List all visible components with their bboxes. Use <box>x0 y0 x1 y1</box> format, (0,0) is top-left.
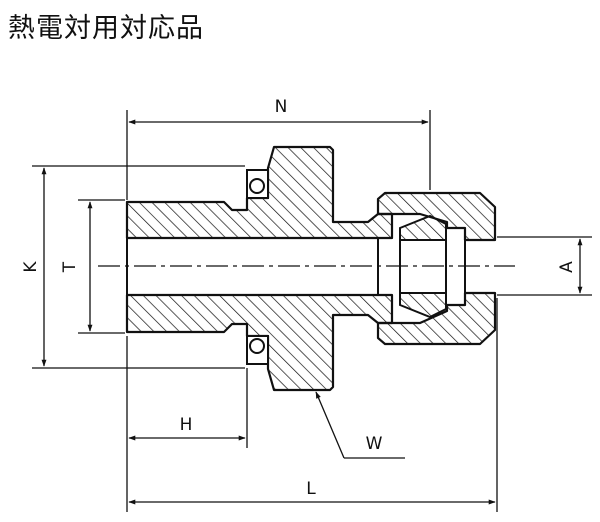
o-ring-lower <box>246 335 269 365</box>
dimension-h-label: H <box>180 415 193 435</box>
o-ring-upper <box>246 169 269 199</box>
dimension-l <box>126 298 498 512</box>
dimension-t-label: T <box>60 261 80 273</box>
dimension-k <box>32 165 245 369</box>
dimension-t <box>78 199 125 334</box>
dimension-a <box>497 236 592 296</box>
dimension-h <box>126 336 248 448</box>
ferrule-lower <box>399 292 447 319</box>
dimension-n <box>126 110 431 200</box>
dimension-k-label: K <box>21 261 41 273</box>
dimension-a-label: A <box>557 261 577 273</box>
dimension-n-label: N <box>275 97 288 117</box>
page-title: 熱電対用対応品 <box>8 13 204 44</box>
nut-lower-section <box>376 291 497 346</box>
dimension-w-leader <box>315 391 405 459</box>
ferrule-upper <box>399 214 447 241</box>
body-lower-section <box>125 293 394 392</box>
body-upper-section <box>125 145 394 240</box>
nut-upper-section <box>376 191 497 242</box>
dimension-w-label: W <box>366 434 383 454</box>
dimension-l-label: L <box>306 479 316 499</box>
